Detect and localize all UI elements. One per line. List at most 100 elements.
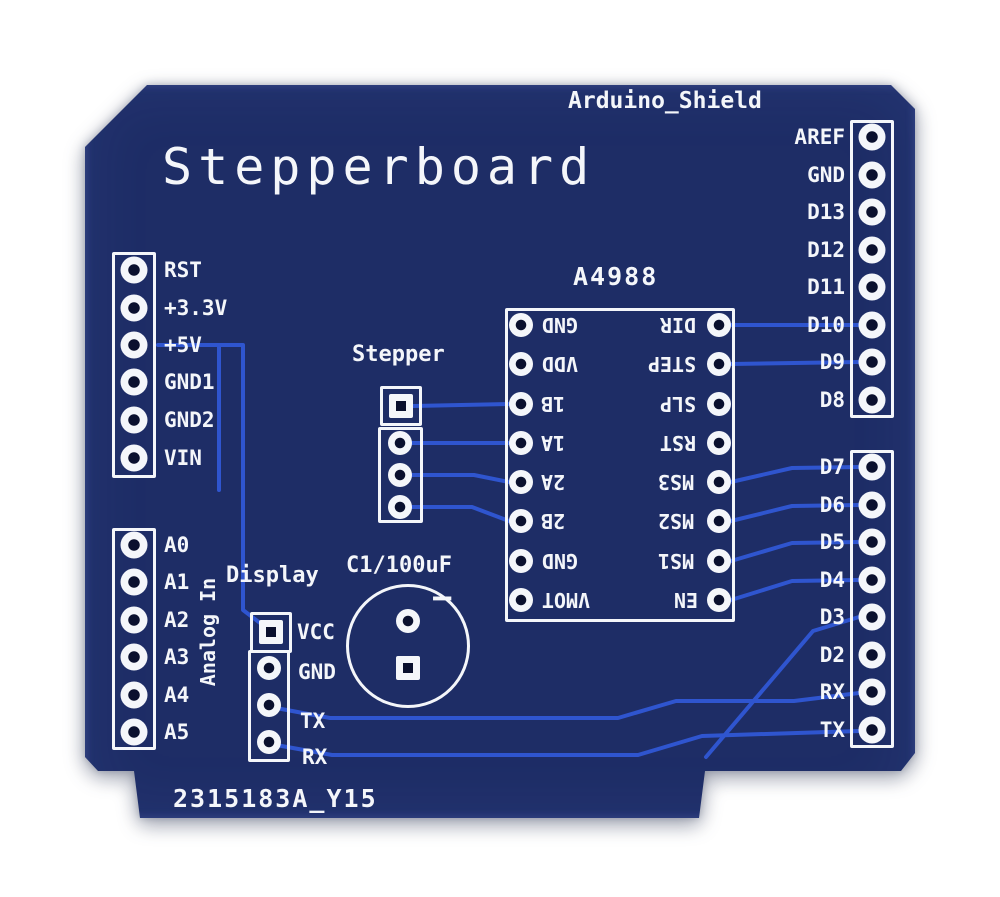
pad-rst: [120, 256, 148, 284]
pad-ic-vmot: [509, 588, 533, 612]
pin-label-rst: RST: [164, 258, 202, 282]
pin-label-a0: A0: [164, 533, 190, 557]
pin-label-d7: D7: [819, 455, 845, 479]
pad-ic-rst: [707, 431, 731, 455]
trace-en-d4: [729, 578, 861, 602]
pad-ic-gnd-2: [509, 549, 533, 573]
pin-label-gnd1: GND1: [164, 370, 215, 394]
pin-label-rx: RX: [819, 680, 845, 704]
pad-ic-2a: [509, 470, 533, 494]
pad-gnd: [858, 161, 886, 189]
pin-label-gnd: GND: [807, 163, 845, 187]
pad-d3: [858, 603, 886, 631]
trace-stepper-2b: [410, 505, 511, 523]
pad-d9: [858, 348, 886, 376]
pad-ic-ms2: [707, 509, 731, 533]
ic-pin-label-en: EN: [673, 588, 699, 612]
pin-label-d8: D8: [819, 388, 845, 412]
stepper-pin1-outline: [380, 386, 422, 426]
ic-pin-label-ms3: MS3: [657, 470, 695, 494]
display-pin-label-gnd: GND: [298, 660, 336, 684]
pad-ic-step: [707, 352, 731, 376]
pin-label-a4: A4: [164, 683, 190, 707]
pad-ic-ms3: [707, 470, 731, 494]
pin-label-d6: D6: [819, 493, 845, 517]
pad-a3: [120, 643, 148, 671]
capacitor-label: C1/100uF: [346, 553, 452, 578]
analog-header-outline: [112, 528, 156, 750]
pad-ic-vdd: [509, 352, 533, 376]
ic-outline: [505, 308, 735, 622]
pin-label-d11: D11: [807, 275, 845, 299]
pad-stepper-4: [388, 495, 412, 519]
pin-label-5v: +5V: [164, 333, 202, 357]
ic-pin-label-ms1: MS1: [657, 549, 695, 573]
pad-5v: [120, 331, 148, 359]
display-pin-label-tx: TX: [300, 709, 326, 733]
ic-pin-label-1b: 1B: [540, 392, 566, 416]
pad-a0: [120, 531, 148, 559]
display-connector-outline: [248, 650, 290, 762]
board-part-number: 2315183A_Y15: [173, 784, 378, 813]
pin-label-aref: AREF: [794, 125, 845, 149]
pad-d13: [858, 198, 886, 226]
ic-pin-label-vmot: VMOT: [541, 588, 591, 612]
pad-vin: [120, 444, 148, 472]
pad-d8: [858, 386, 886, 414]
capacitor-polarity-minus-mark: −: [432, 578, 453, 618]
ic-pin-label-vdd: VDD: [541, 352, 579, 376]
ic-pin-label-2b: 2B: [540, 509, 566, 533]
pin-label-a2: A2: [164, 608, 190, 632]
pad-tx: [858, 716, 886, 744]
pad-d12: [858, 236, 886, 264]
trace-stepper-2a: [410, 473, 511, 484]
pin-label-d2: D2: [819, 643, 845, 667]
analog-group-label: Analog In: [196, 577, 220, 687]
pad-d7: [858, 453, 886, 481]
pad-display-tx: [257, 693, 281, 717]
trace-5v: [156, 343, 270, 631]
ic-pin-label-ms2: MS2: [657, 509, 695, 533]
power-header-outline: [112, 252, 156, 478]
trace-stepper-1b: [411, 402, 511, 408]
ic-pin-label-2a: 2A: [540, 470, 566, 494]
pad-d10: [858, 311, 886, 339]
pad-ic-2b: [509, 509, 533, 533]
pad-d2: [858, 641, 886, 669]
pad-a5: [120, 718, 148, 746]
pad-ic-gnd-1: [509, 313, 533, 337]
pad-ic-1b: [509, 392, 533, 416]
pin-label-d9: D9: [819, 350, 845, 374]
pad-display-vcc: [259, 620, 283, 644]
digital-top-header-outline: [850, 120, 894, 418]
stepper-label: Stepper: [352, 342, 445, 367]
trace-d3: [704, 615, 861, 759]
trace-ms2-d6: [729, 503, 861, 523]
pcb-board: [85, 85, 915, 818]
pad-display-gnd: [257, 656, 281, 680]
capacitor-outline: [346, 584, 470, 708]
pin-label-tx: TX: [819, 718, 845, 742]
pin-label-gnd2: GND2: [164, 408, 215, 432]
pad-rx: [858, 678, 886, 706]
pin-label-3v3: +3.3V: [164, 296, 228, 320]
pin-label-d12: D12: [807, 238, 845, 262]
pin-label-a1: A1: [164, 570, 190, 594]
pad-ic-en: [707, 588, 731, 612]
pad-a2: [120, 606, 148, 634]
pad-ic-1a: [509, 431, 533, 455]
pin-label-vin: VIN: [164, 446, 202, 470]
pin-label-d5: D5: [819, 530, 845, 554]
trace-step-d9: [729, 360, 861, 366]
ic-pin-label-gnd-1: GND: [541, 313, 579, 337]
ic-pin-label-dir: DIR: [659, 313, 697, 337]
pin-label-d3: D3: [819, 605, 845, 629]
pad-stepper-2: [388, 431, 412, 455]
board-subtitle: Arduino_Shield: [568, 88, 762, 114]
pin-label-a5: A5: [164, 720, 190, 744]
ic-pin-label-gnd-2: GND: [541, 549, 579, 573]
pad-gnd2: [120, 406, 148, 434]
pad-ic-ms1: [707, 549, 731, 573]
